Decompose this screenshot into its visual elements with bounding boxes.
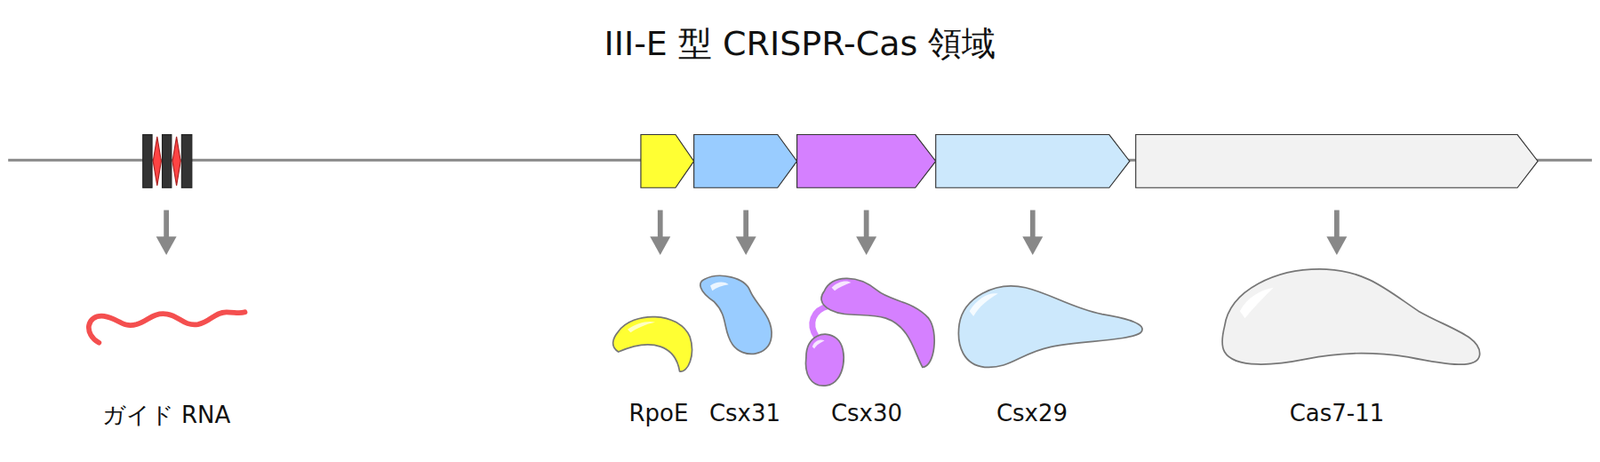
csx31-protein — [700, 275, 772, 354]
csx30-small-domain — [805, 334, 844, 386]
gene-label: Csx29 — [996, 400, 1068, 427]
cas7-11-protein — [1222, 269, 1480, 365]
down-arrows — [156, 209, 1348, 256]
gene-arrows — [640, 135, 1538, 189]
csx29-protein — [958, 286, 1143, 368]
guide-rna-label: ガイド RNA — [102, 400, 232, 432]
rpoe-protein — [613, 317, 693, 373]
gene-label: RpoE — [629, 400, 689, 427]
gene-label: Cas7-11 — [1289, 400, 1385, 427]
gene-label: Csx30 — [831, 400, 903, 427]
gene-label: Csx31 — [709, 400, 781, 427]
diagram-title: III-E 型 CRISPR-Cas 領域 — [604, 21, 997, 67]
guide-rna — [88, 312, 246, 343]
crispr-array — [143, 135, 192, 189]
